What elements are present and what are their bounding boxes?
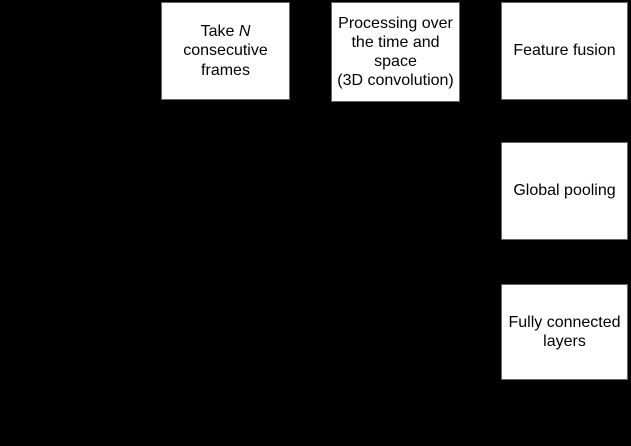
node-label-line: the time and: [351, 33, 440, 51]
node-label-line: consecutive: [183, 42, 268, 60]
node-label-line: frames: [201, 61, 250, 79]
node-feature-fusion: Feature fusion: [501, 2, 628, 100]
node-label-line: Processing over: [338, 14, 453, 32]
node-label-line: Global pooling: [513, 182, 616, 200]
node-global-pooling: Global pooling: [501, 142, 628, 240]
node-take-n-consecutive-frames: Take N consecutive frames: [161, 2, 290, 100]
node-label-text: Take: [200, 23, 239, 41]
node-label-line: space: [374, 53, 417, 70]
node-label-line: (3D convolution): [337, 72, 454, 90]
node-label-line: layers: [543, 333, 586, 350]
node-processing-3d-convolution: Processing over the time and space (3D c…: [331, 2, 460, 102]
node-label-line: Feature fusion: [513, 42, 616, 60]
node-label-line: Take N: [201, 22, 251, 41]
node-fully-connected-layers: Fully connected layers: [501, 284, 628, 380]
variable-n: N: [238, 23, 251, 41]
node-label-line: Fully connected: [508, 313, 621, 331]
